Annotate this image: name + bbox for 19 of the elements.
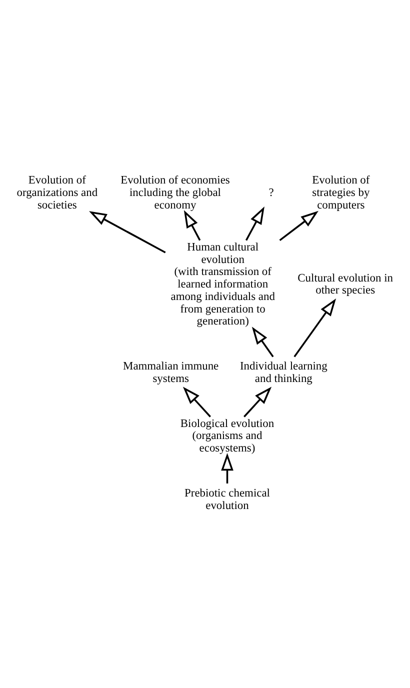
arrow [221, 452, 234, 483]
arrow [294, 298, 336, 357]
arrow [89, 210, 166, 253]
node-text: Prebiotic chemical evolution [184, 486, 270, 512]
node-text: Individual learning and thinking [240, 360, 328, 384]
node-text: Human cultural evolution (with transmission of learned information among individuals and from generation to generation) [170, 241, 275, 328]
arrow [184, 210, 201, 240]
node-text: Evolution of strategies by computers [312, 174, 370, 211]
arrow [182, 386, 211, 417]
node-text: Evolution of economies including the global economy [120, 174, 230, 211]
node-text: ? [268, 186, 274, 198]
node-text: Cultural evolution in other species [298, 272, 394, 296]
node-text: Evolution of organizations and societies [16, 174, 98, 211]
node-text: Biological evolution (organisms and ecosystems) [180, 417, 274, 454]
arrow [245, 206, 264, 240]
arrow [244, 386, 272, 417]
arrow [279, 210, 318, 241]
node-text: Mammalian immune systems [123, 360, 219, 384]
arrow [252, 326, 274, 357]
